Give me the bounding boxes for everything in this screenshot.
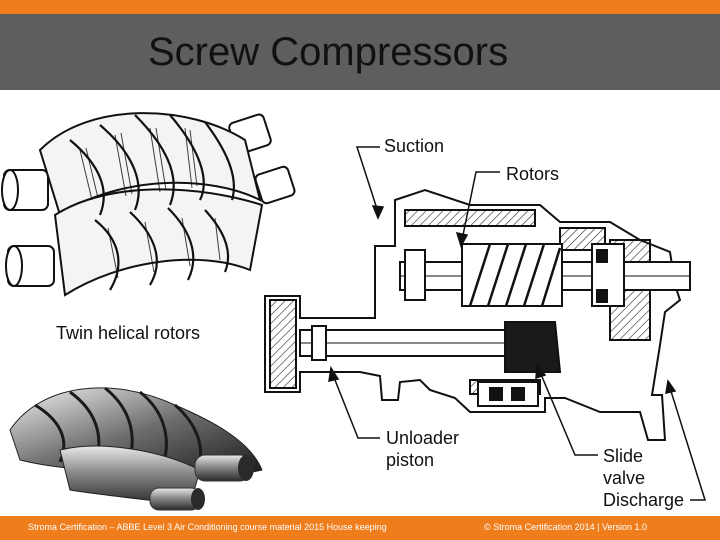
cross-section-drawing	[264, 188, 691, 441]
label-valve: valve	[603, 468, 646, 488]
label-rotors: Rotors	[506, 164, 560, 184]
footer-copyright-text: © Stroma Certification 2014 | Version 1.…	[484, 522, 648, 532]
label-piston: piston	[386, 450, 435, 470]
label-twin-helical-rotors: Twin helical rotors	[56, 323, 201, 343]
label-discharge: Discharge	[603, 490, 685, 510]
top-accent-stripe	[0, 0, 720, 14]
rotor-photo	[0, 362, 268, 516]
title-bar	[0, 14, 720, 90]
leader-lines	[328, 146, 707, 501]
label-unloader: Unloader	[386, 428, 460, 448]
slide-title: Screw Compressors	[148, 30, 509, 74]
label-suction: Suction	[384, 136, 445, 156]
label-slide: Slide	[603, 446, 644, 466]
footer-bar: Stroma Certification – ABBE Level 3 Air …	[0, 516, 720, 540]
footer-course-text: Stroma Certification – ABBE Level 3 Air …	[28, 522, 387, 532]
twin-rotor-drawing	[1, 112, 296, 297]
compressor-illustrations	[0, 112, 707, 516]
